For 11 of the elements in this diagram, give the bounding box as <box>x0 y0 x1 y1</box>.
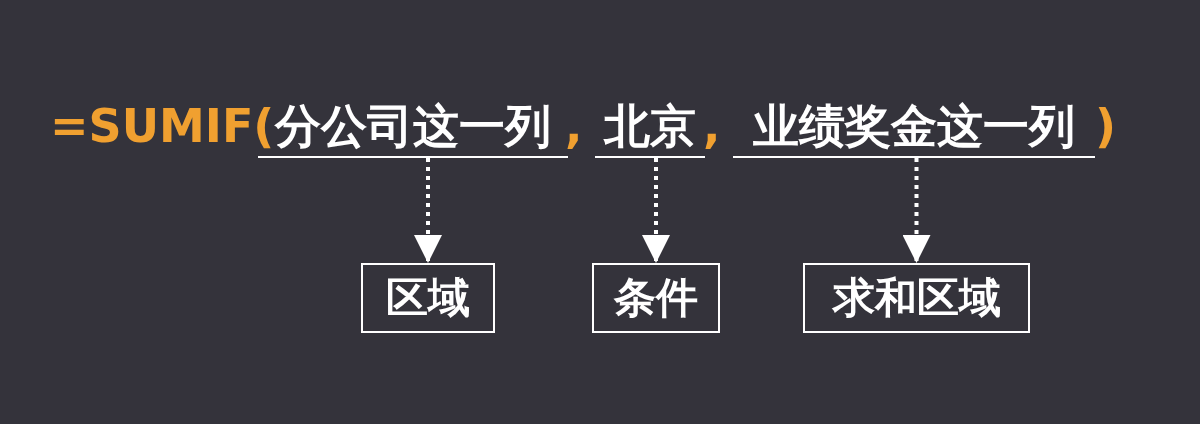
underlined-argument: 北京 <box>595 98 705 158</box>
formula-text: , <box>565 98 583 154</box>
dotted-arrow <box>642 158 670 263</box>
formula-text: , <box>703 98 721 154</box>
dotted-arrow <box>902 158 931 263</box>
underlined-argument: 业绩奖金这一列 <box>733 98 1095 158</box>
formula-text: ) <box>1095 98 1117 154</box>
label-box: 条件 <box>592 263 720 333</box>
dotted-arrow <box>414 158 442 263</box>
label-box: 求和区域 <box>803 263 1030 333</box>
label-box: 区域 <box>361 263 495 333</box>
